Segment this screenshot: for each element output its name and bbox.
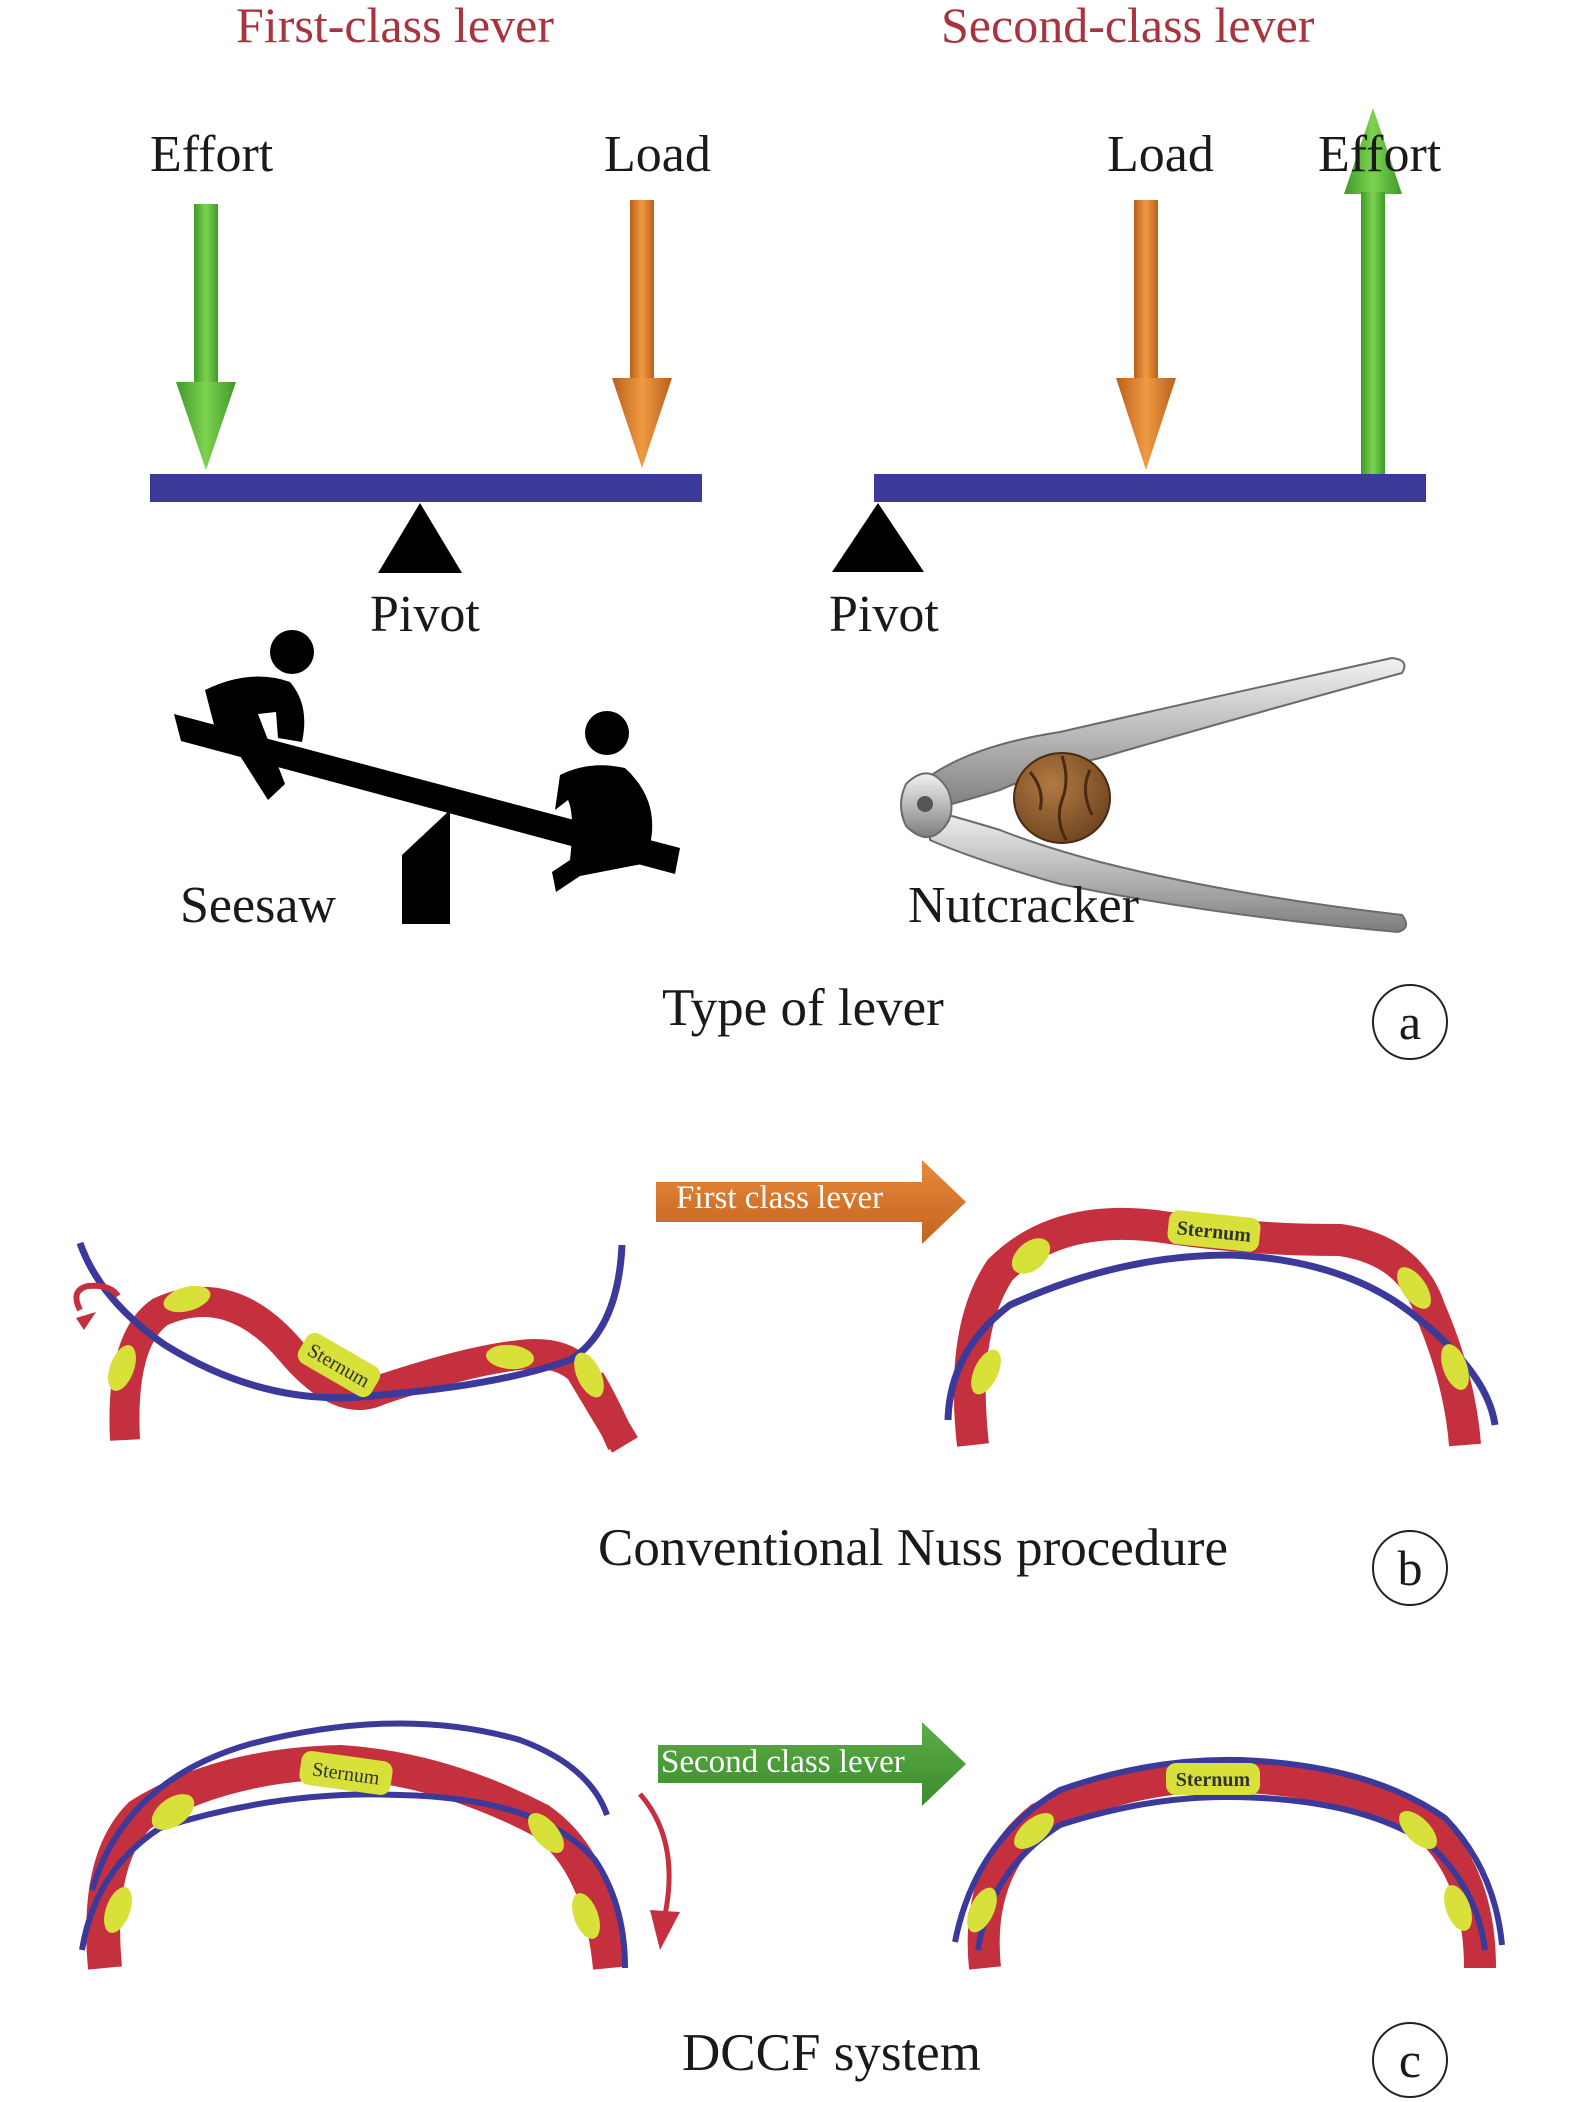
inner-bar [975, 1793, 1488, 1951]
outer-bar [952, 1756, 1505, 1946]
dccf-after-diagram: Sternum [952, 1756, 1505, 1970]
first-class-lever-diagram [150, 200, 702, 573]
rotation-arrow [73, 1282, 121, 1312]
cartilage [1441, 1344, 1469, 1390]
first-class-lever-arrow [656, 1160, 966, 1244]
second-class-lever-arrow-label: Second class lever [661, 1744, 905, 1780]
panel-a-letter: a [1372, 984, 1448, 1060]
effort-arrow [176, 204, 236, 470]
panel-b-letter: b [1372, 1530, 1448, 1606]
cartilage [1014, 1813, 1054, 1849]
cartilage [1011, 1238, 1051, 1274]
panel-c-letter: c [1372, 2022, 1448, 2098]
load-arrow [1116, 200, 1176, 470]
panel-b-caption: Conventional Nuss procedure [598, 1519, 1228, 1577]
nuss-before-diagram: Sternum [73, 1241, 638, 1453]
nutcracker-icon [900, 656, 1408, 934]
lever-bar [150, 474, 702, 502]
cartilage [572, 1893, 600, 1939]
load-label: Load [1107, 126, 1214, 183]
first-class-lever-title: First-class lever [236, 0, 554, 53]
cartilage [967, 1887, 997, 1933]
outer-bar [89, 1720, 610, 1891]
lever-bar [874, 474, 1426, 502]
cartilage [971, 1349, 1001, 1395]
seesaw-icon [174, 630, 680, 924]
cartilage [104, 1887, 132, 1933]
sternum-plate [297, 1332, 381, 1398]
cartilage [1397, 1267, 1431, 1309]
rotation-arrow [638, 1792, 672, 1916]
pivot-triangle [378, 503, 462, 573]
rib-cage [967, 1759, 1496, 1970]
cartilage [1444, 1885, 1472, 1931]
pivot-triangle [832, 503, 924, 572]
first-class-lever-arrow-label: First class lever [676, 1180, 884, 1216]
nuss-bar [76, 1241, 626, 1402]
sternum-plate [1167, 1210, 1261, 1252]
second-class-lever-arrow [658, 1722, 966, 1806]
sternum-label: Sternum [1176, 1769, 1251, 1791]
inner-bar [79, 1791, 628, 1969]
cartilage [108, 1345, 136, 1391]
pivot-label: Pivot [829, 586, 939, 643]
nuss-after-diagram: Sternum [944, 1207, 1499, 1447]
sternum-plate [299, 1751, 393, 1795]
seesaw-label: Seesaw [180, 877, 336, 934]
effort-arrow [1344, 108, 1402, 474]
second-class-lever-diagram [832, 108, 1426, 572]
pivot-label: Pivot [370, 586, 480, 643]
nutcracker-label: Nutcracker [908, 877, 1139, 934]
cartilage [574, 1352, 604, 1398]
load-label: Load [604, 126, 711, 183]
load-arrow [612, 200, 672, 468]
panel-a-caption: Type of lever [662, 979, 944, 1037]
second-class-lever-title: Second-class lever [941, 0, 1315, 53]
cartilage [1399, 1811, 1437, 1849]
cartilage [151, 1794, 195, 1830]
sternum-plate [1166, 1763, 1260, 1795]
panel-c-caption: DCCF system [682, 2024, 981, 2082]
cartilage [163, 1285, 211, 1313]
cartilage [528, 1813, 564, 1853]
effort-label: Effort [1318, 126, 1442, 183]
effort-label: Effort [150, 126, 274, 183]
dccf-before-diagram: Sternum [79, 1720, 680, 1970]
cartilage [486, 1344, 534, 1370]
nuss-bar [944, 1251, 1499, 1426]
